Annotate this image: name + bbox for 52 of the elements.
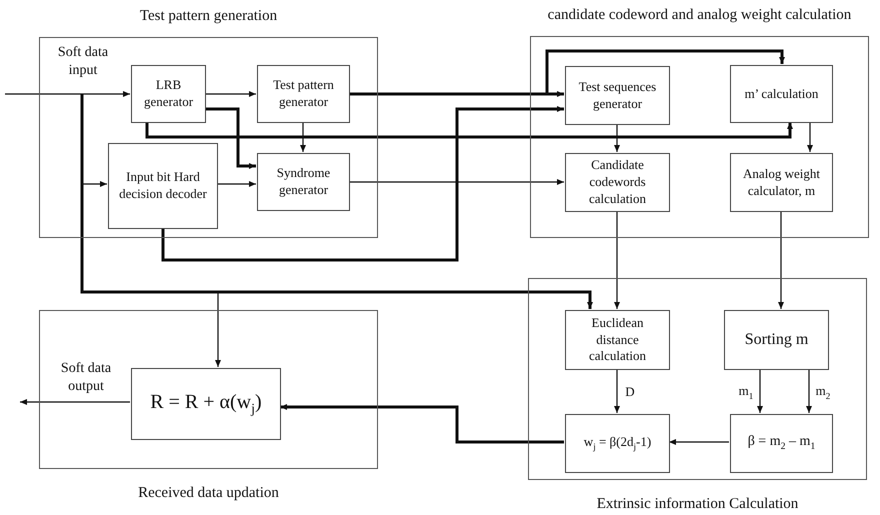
group-title: Received data updation xyxy=(137,485,280,502)
process-box xyxy=(131,368,281,440)
process-box xyxy=(565,66,670,125)
group-title: candidate codeword and analog weight calculation xyxy=(546,7,852,24)
process-box xyxy=(565,310,670,370)
connector-arrow xyxy=(349,179,564,185)
process-box xyxy=(565,414,670,473)
process-box xyxy=(730,153,833,212)
connector-arrow xyxy=(614,124,620,152)
box-text: Euclidean distance calculation xyxy=(588,314,648,366)
signal-label: Soft data input xyxy=(56,44,110,79)
connector-arrow xyxy=(280,404,564,444)
box-text: Analog weight calculator, m xyxy=(742,166,821,200)
signal-label: Soft data output xyxy=(60,360,112,395)
connector-arrow xyxy=(757,369,763,413)
process-box xyxy=(257,153,350,211)
box-text: Test sequences generator xyxy=(578,78,658,112)
connector-arrow xyxy=(146,122,793,138)
group-title: Test pattern generation xyxy=(138,8,278,25)
box-text: Test pattern generator xyxy=(272,77,335,111)
connector-arrow xyxy=(614,211,620,309)
process-box xyxy=(257,65,350,123)
process-box xyxy=(730,65,833,123)
process-box xyxy=(131,65,206,123)
box-text: LRB generator xyxy=(142,77,194,111)
connector-arrow xyxy=(215,292,221,367)
connector-arrow xyxy=(806,369,812,413)
connector-arrow xyxy=(5,91,130,97)
box-text: β = m$_{2}$ – m$_{1}$ xyxy=(746,433,816,454)
connector-arrow xyxy=(614,369,620,413)
process-box xyxy=(565,153,670,212)
connector-arrow xyxy=(205,108,256,169)
box-text: w$_{j}$ = β(2d$_{j}$-1) xyxy=(582,434,652,454)
box-text: Sorting m xyxy=(744,330,810,350)
process-box xyxy=(724,310,829,370)
connector-arrow xyxy=(20,399,130,405)
box-text: R = R + α(w$_{j}$) xyxy=(149,390,263,419)
connector-arrow xyxy=(669,439,729,445)
connector-arrow xyxy=(217,181,256,187)
connector-arrow xyxy=(807,122,813,152)
connector-arrow xyxy=(162,106,564,262)
process-box xyxy=(730,414,833,473)
connector-arrow xyxy=(80,94,593,309)
box-text: Syndrome generator xyxy=(276,165,332,199)
connector-arrow xyxy=(205,91,256,97)
connector-arrow xyxy=(778,211,784,309)
process-box xyxy=(108,143,218,229)
box-text: Input bit Hard decision decoder xyxy=(118,169,208,203)
box-text: Candidate codewords calculation xyxy=(588,157,648,208)
connector-arrow xyxy=(300,122,306,152)
group-title: Extrinsic information Calculation xyxy=(596,496,800,513)
box-text: m’ calculation xyxy=(744,86,820,102)
